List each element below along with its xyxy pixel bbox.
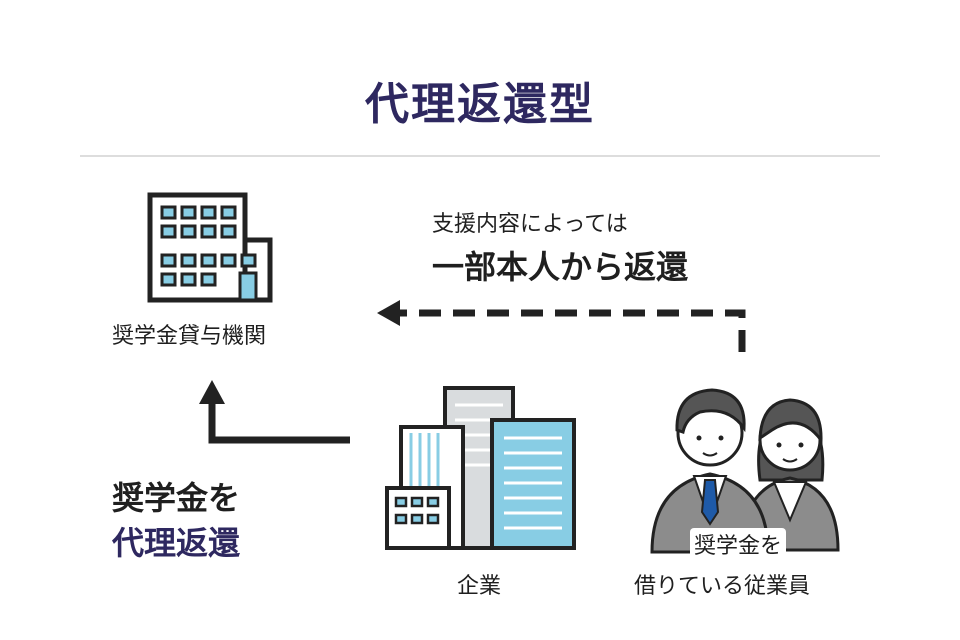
employees-badge-label: 奨学金を bbox=[690, 528, 787, 560]
solid-repay-arrow bbox=[199, 380, 350, 444]
company-label: 企業 bbox=[457, 574, 502, 599]
dashed-return-arrow bbox=[377, 300, 746, 352]
note-line-2: 一部本人から返還 bbox=[432, 248, 689, 286]
employees-label: 借りている従業員 bbox=[634, 574, 811, 599]
note-line-1: 支援内容によっては bbox=[432, 212, 628, 237]
action-line-1: 奨学金を bbox=[112, 479, 241, 517]
lender-label: 奨学金貸与機関 bbox=[112, 324, 267, 349]
female-employee-icon bbox=[740, 398, 840, 552]
action-line-2: 代理返還 bbox=[112, 524, 241, 562]
title-divider bbox=[80, 155, 880, 157]
page-title: 代理返還型 bbox=[365, 79, 595, 130]
company-building-icon bbox=[385, 386, 576, 550]
lender-building-icon bbox=[147, 192, 273, 303]
